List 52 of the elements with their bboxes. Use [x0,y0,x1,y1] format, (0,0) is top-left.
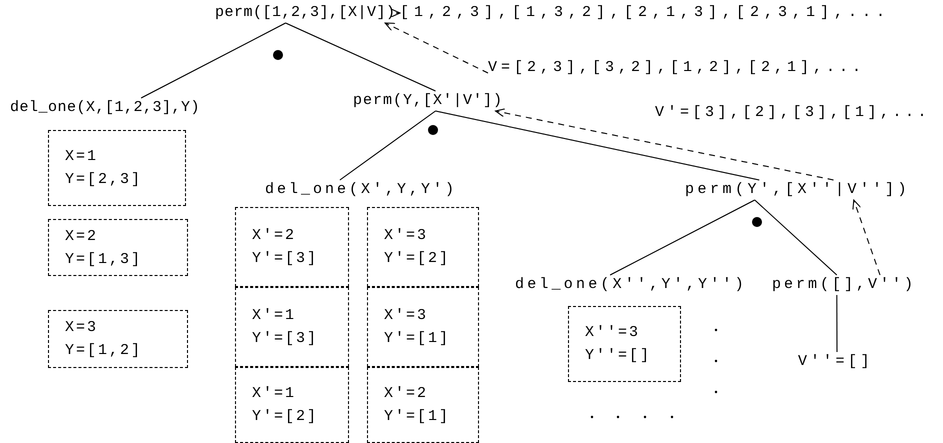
goal-term: del_one(X',Y,Y') [265,180,458,200]
binding-text: Y'=[3] [252,331,320,346]
binding-box [367,207,479,287]
goal-term: perm(Y',[X''|V'']) [685,180,910,200]
goal-term: V''=[] [798,352,874,372]
binding-box [235,287,349,367]
dashed-arrow [390,8,400,18]
goal-term: perm([],V'') [772,275,916,295]
tree-branch [285,22,436,92]
goal-term: del_one(X'',Y',Y'') [515,275,747,295]
tree-branch [836,294,838,352]
dashed-arrow [384,22,488,74]
tree-branch [610,200,756,276]
binding-box [48,219,188,276]
binding-text: X'=3 [384,228,430,243]
goal-term: perm([1,2,3],[X|V]) [215,3,396,23]
binding-text: X=1 [65,149,100,164]
binding-text: X=3 [65,320,100,335]
goal-term: V'=[3],[2],[3],[1],... [655,103,930,123]
binding-text: Y=[1,3] [65,252,144,266]
binding-text: Y'=[3] [252,251,320,266]
tree-branch [339,110,436,180]
binding-text: Y'=[1] [384,331,452,346]
binding-text: X'=1 [252,386,298,401]
goal-term: perm(Y,[X'|V']) [353,91,504,111]
binding-text: Y'=[2] [384,251,452,266]
dashed-arrow [495,108,834,180]
binding-box [48,130,186,206]
binding-box [568,306,681,382]
binding-text: Y'=[1] [384,409,452,424]
binding-text: X'=3 [384,308,430,323]
tree-branch [754,200,838,276]
dashed-arrow [852,200,880,276]
goal-term: del_one(X,[1,2,3],Y) [10,98,200,118]
binding-text: X'=2 [384,386,430,401]
binding-text: Y=[2,3] [65,172,144,187]
binding-box [367,287,479,367]
binding-box [367,367,479,443]
binding-text: Y''=[] [585,348,652,363]
binding-text: Y=[1,2] [65,343,144,358]
tree-branch [140,22,286,98]
binding-box [235,207,349,287]
goal-term: V=[2,3],[3,2],[1,2],[2,1],... [488,58,866,78]
binding-text: X'=1 [252,308,298,323]
binding-text: X'=2 [252,228,298,243]
binding-box [48,310,188,368]
tree-branch [435,110,760,180]
binding-text: Y'=[2] [252,409,320,424]
goal-term: [1,2,3],[1,3,2],[2,1,3],[2,3,1],... [400,3,890,23]
binding-box [235,367,349,443]
binding-text: X=2 [65,228,100,244]
binding-text: X''=3 [585,325,642,340]
